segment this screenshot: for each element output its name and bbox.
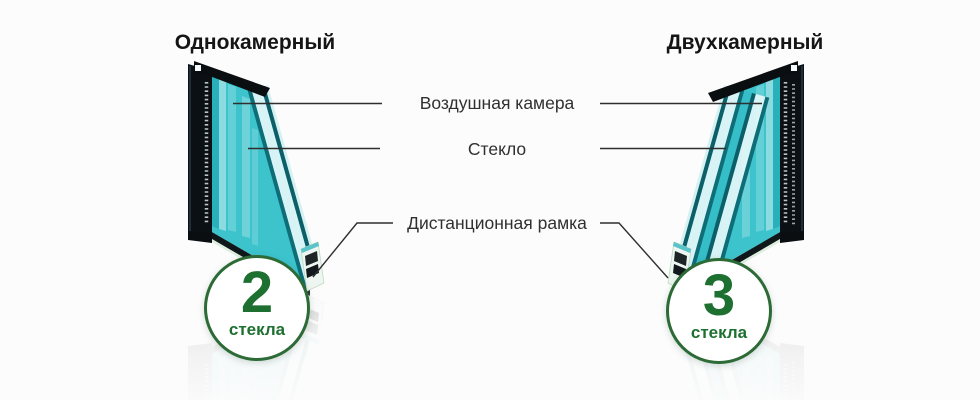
pane-thickness — [700, 94, 766, 294]
air-chamber-label: Воздушная камера — [419, 93, 575, 113]
pane-rim-light — [265, 85, 323, 283]
pane-edge-outer — [672, 86, 731, 285]
left-unit-title: Однокамерный — [174, 31, 336, 54]
glass-streak — [242, 96, 250, 238]
glass-face-shade — [773, 74, 780, 229]
spacer-end-mark — [306, 264, 319, 278]
leader-spacer-right — [600, 222, 669, 279]
glass-streak — [252, 128, 258, 246]
left-count-number: 2 — [240, 260, 274, 325]
air-gap-strip — [689, 90, 752, 290]
glass-face-shade — [212, 74, 219, 229]
glass-label: Стекло — [467, 139, 527, 159]
leader-spacer-left — [312, 222, 393, 278]
spacer-end-cap-teal — [301, 242, 319, 253]
spacer-end-cap-teal — [673, 242, 691, 253]
left-count-badge: 2 стекла — [204, 255, 310, 361]
cap-notch — [791, 65, 797, 71]
spine-foot — [188, 232, 212, 243]
inner-edge-highlight — [766, 76, 773, 231]
pane-thickness — [675, 87, 741, 287]
pane-edge-outer — [261, 86, 320, 285]
top-edge-cap — [194, 61, 270, 97]
right-count-badge: 3 стекла — [666, 258, 772, 364]
leader-lines — [233, 102, 762, 279]
spacer-frame-label: Дистанционная рамка — [407, 213, 587, 233]
pane-edge-inner — [247, 89, 307, 288]
right-unit-title: Двухкамерный — [666, 31, 824, 54]
pane-rim-light — [669, 85, 727, 283]
inner-edge-highlight — [219, 76, 226, 231]
glass-streak — [228, 84, 236, 232]
pane-edge-inner — [685, 89, 745, 288]
spine-foot — [780, 232, 804, 243]
right-count-caption: стекла — [690, 323, 748, 343]
left-count-caption: стекла — [228, 320, 286, 340]
pane-thickness — [251, 87, 317, 287]
right-count-number: 3 — [702, 263, 736, 328]
pane-edge-inner — [710, 96, 770, 295]
pane-edge-outer — [697, 93, 756, 291]
spacer-end-mark — [305, 251, 318, 266]
top-edge-cap — [708, 61, 798, 102]
spacer-end-mark — [674, 251, 687, 266]
cap-notch — [195, 65, 201, 71]
frame-spine — [188, 64, 212, 232]
